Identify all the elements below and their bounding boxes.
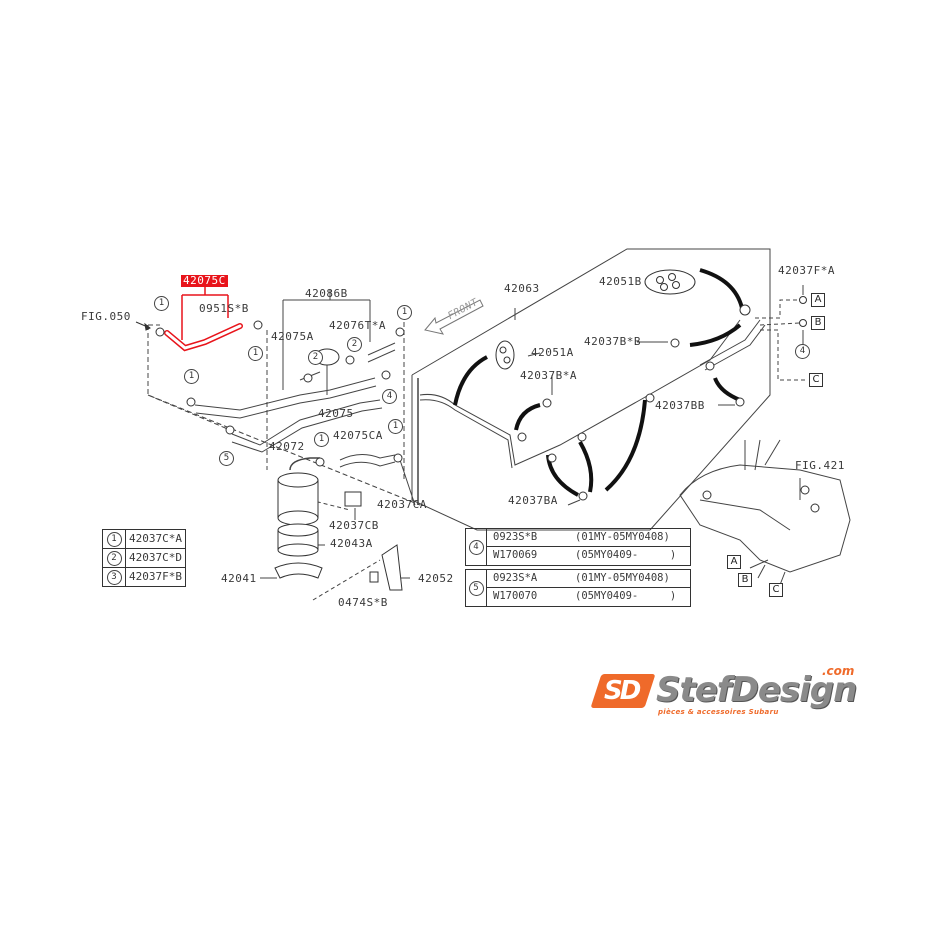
legend-index: 3 — [106, 570, 122, 585]
part-label-42076t-a[interactable]: 42076T*A — [329, 319, 386, 332]
legend-row: 3 42037F*B — [102, 567, 186, 587]
part-label-42037ca[interactable]: 42037CA — [377, 498, 427, 511]
part-label-42075[interactable]: 42075 — [318, 407, 354, 420]
connector-b-tank: B — [738, 573, 752, 587]
callout-2: 2 — [308, 350, 323, 365]
legend-index: 1 — [106, 532, 122, 547]
variant-range: (05MY0409- ) — [575, 549, 677, 561]
callout-1: 1 — [314, 432, 329, 447]
legend-row: 1 42037C*A — [102, 529, 186, 549]
figure-ref-421[interactable]: FIG.421 — [795, 459, 845, 472]
part-label-42075c-highlighted[interactable]: 42075C — [181, 274, 228, 287]
part-label-42051a[interactable]: 42051A — [531, 346, 574, 359]
callout-1: 1 — [397, 305, 412, 320]
variant-part[interactable]: 0923S*B — [493, 531, 538, 543]
part-label-0474s-b[interactable]: 0474S*B — [338, 596, 388, 609]
brand-tagline: pièces & accessoires Subaru — [658, 708, 779, 716]
variant-box-4: 4 0923S*B (01MY-05MY0408) W170069 (05MY040… — [465, 528, 691, 566]
variant-index: 5 — [468, 580, 484, 596]
legend-index: 2 — [106, 551, 122, 566]
variant-row: W170069 (05MY0409- ) — [487, 547, 690, 564]
variant-part[interactable]: 0923S*A — [493, 572, 538, 584]
variant-index: 4 — [468, 539, 484, 555]
part-label-42075a[interactable]: 42075A — [271, 330, 314, 343]
variant-box-5: 5 0923S*A (01MY-05MY0408) W170070 (05MY040… — [465, 569, 691, 607]
legend-part: 42037C*D — [125, 548, 186, 568]
part-label-42051b[interactable]: 42051B — [599, 275, 642, 288]
part-label-42037b-a[interactable]: 42037B*A — [520, 369, 577, 382]
part-label-42043a[interactable]: 42043A — [330, 537, 373, 550]
callout-1: 1 — [184, 369, 199, 384]
part-label-0951s-b[interactable]: 0951S*B — [199, 302, 249, 315]
variant-part[interactable]: W170070 — [493, 590, 538, 602]
callout-1: 1 — [154, 296, 169, 311]
connector-c-tank: C — [769, 583, 783, 597]
part-label-42037cb[interactable]: 42037CB — [329, 519, 379, 532]
connector-b: B — [811, 316, 825, 330]
connector-a: A — [811, 293, 825, 307]
part-label-42086b[interactable]: 42086B — [305, 287, 348, 300]
callout-1: 1 — [248, 346, 263, 361]
figure-ref-050[interactable]: FIG.050 — [81, 310, 131, 323]
variant-row: W170070 (05MY0409- ) — [487, 588, 690, 605]
callout-5: 5 — [219, 451, 234, 466]
clip-legend-table: 1 42037C*A 2 42037C*D 3 42037F*B — [102, 529, 186, 587]
variant-range: (01MY-05MY0408) — [575, 572, 670, 584]
brand-name: StefDesign — [656, 670, 857, 710]
part-label-42052[interactable]: 42052 — [418, 572, 454, 585]
part-label-42063[interactable]: 42063 — [504, 282, 540, 295]
part-label-42037b-b[interactable]: 42037B*B — [584, 335, 641, 348]
callout-2: 2 — [347, 337, 362, 352]
part-label-42041[interactable]: 42041 — [221, 572, 257, 585]
part-label-42037f-a[interactable]: 42037F*A — [778, 264, 835, 277]
part-label-42072[interactable]: 42072 — [269, 440, 305, 453]
connector-c: C — [809, 373, 823, 387]
part-label-42075ca[interactable]: 42075CA — [333, 429, 383, 442]
callout-4: 4 — [382, 389, 397, 404]
variant-range: (05MY0409- ) — [575, 590, 677, 602]
legend-row: 2 42037C*D — [102, 548, 186, 568]
stefdesign-logo[interactable]: SD StefDesign .com pièces & accessoires … — [590, 664, 858, 718]
variant-row: 0923S*B (01MY-05MY0408) — [487, 529, 690, 547]
brand-domain: .com — [822, 664, 855, 678]
callout-1: 1 — [388, 419, 403, 434]
legend-part: 42037F*B — [125, 567, 186, 587]
connector-a-tank: A — [727, 555, 741, 569]
logo-mark-text: SD — [604, 676, 639, 706]
part-label-42037ba[interactable]: 42037BA — [508, 494, 558, 507]
part-label-42037bb[interactable]: 42037BB — [655, 399, 705, 412]
logo-mark-icon: SD — [590, 674, 656, 708]
legend-part: 42037C*A — [125, 529, 186, 549]
callout-4: 4 — [795, 344, 810, 359]
variant-range: (01MY-05MY0408) — [575, 531, 670, 543]
variant-part[interactable]: W170069 — [493, 549, 538, 561]
variant-row: 0923S*A (01MY-05MY0408) — [487, 570, 690, 588]
